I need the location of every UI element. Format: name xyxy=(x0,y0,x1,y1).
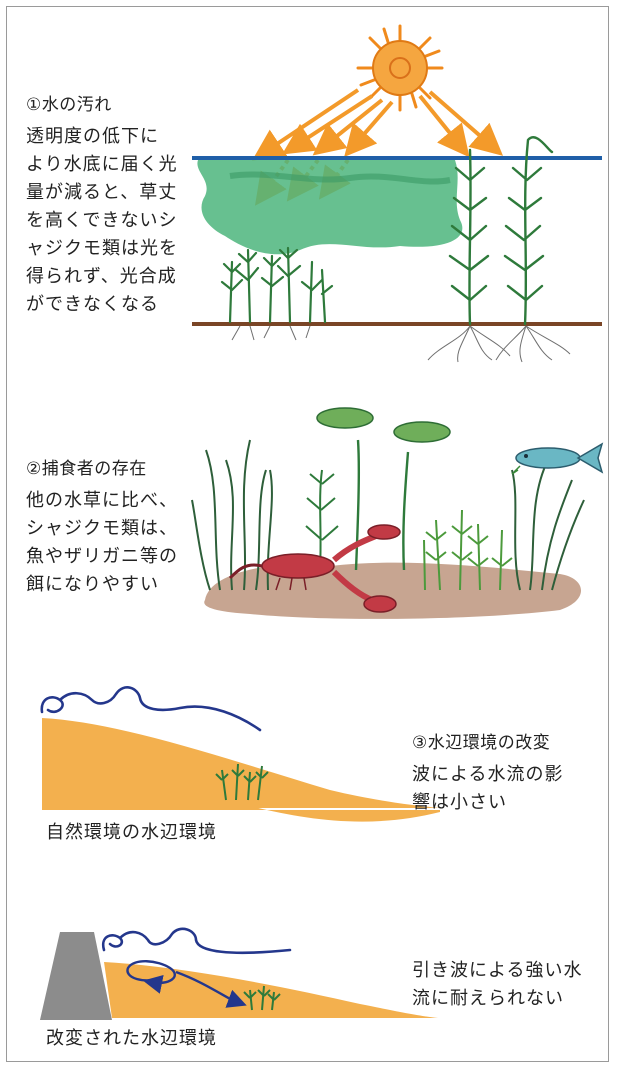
altered-wave-line xyxy=(103,929,290,953)
section3-altered-line: 流に耐えられない xyxy=(412,986,564,1012)
altered-shore-sand xyxy=(104,962,438,1018)
section1-line: 得られず、光合成 xyxy=(26,264,177,290)
lily-pads xyxy=(317,408,450,570)
section3-natural-line: 響は小さい xyxy=(412,790,507,816)
eelgrass-left xyxy=(192,440,272,590)
section2-line: シャジクモ類は、 xyxy=(26,516,178,542)
riverbed-ground xyxy=(204,563,581,619)
section1-line: 透明度の低下に xyxy=(26,124,159,150)
natural-shore-sand-fill xyxy=(42,718,440,808)
natural-caption: 自然環境の水辺環境 xyxy=(46,820,217,846)
tall-plant-roots xyxy=(428,326,570,362)
altered-caption: 改変された水辺環境 xyxy=(46,1026,217,1052)
polluted-water xyxy=(197,160,462,254)
section1-line: ができなくなる xyxy=(26,292,159,318)
section2-line: 他の水草に比べ、 xyxy=(26,488,178,514)
tall-aquatic-plants xyxy=(450,137,552,324)
fish-icon xyxy=(512,444,602,474)
section3-heading: ③水辺環境の改変 xyxy=(412,730,550,756)
section1-line: ャジクモ類は光を xyxy=(26,236,178,262)
section2-line: 餌になりやすい xyxy=(26,572,159,598)
section1-line: を高くできないシ xyxy=(26,208,177,234)
charophyte-short xyxy=(222,248,332,322)
section3-altered-line: 引き波による強い水 xyxy=(412,958,582,984)
seawall xyxy=(40,932,112,1020)
sunlight-arrows xyxy=(262,90,494,154)
section1-line: 量が減ると、草丈 xyxy=(26,180,177,206)
section2-heading: ②捕食者の存在 xyxy=(26,456,147,482)
charophyte-roots xyxy=(232,326,310,340)
section1-heading: ①水の汚れ xyxy=(26,92,112,118)
section2-line: 魚やザリガニ等の xyxy=(26,544,178,570)
section1-line: より水底に届く光 xyxy=(26,152,178,178)
section3-natural-line: 波による水流の影 xyxy=(412,762,563,788)
